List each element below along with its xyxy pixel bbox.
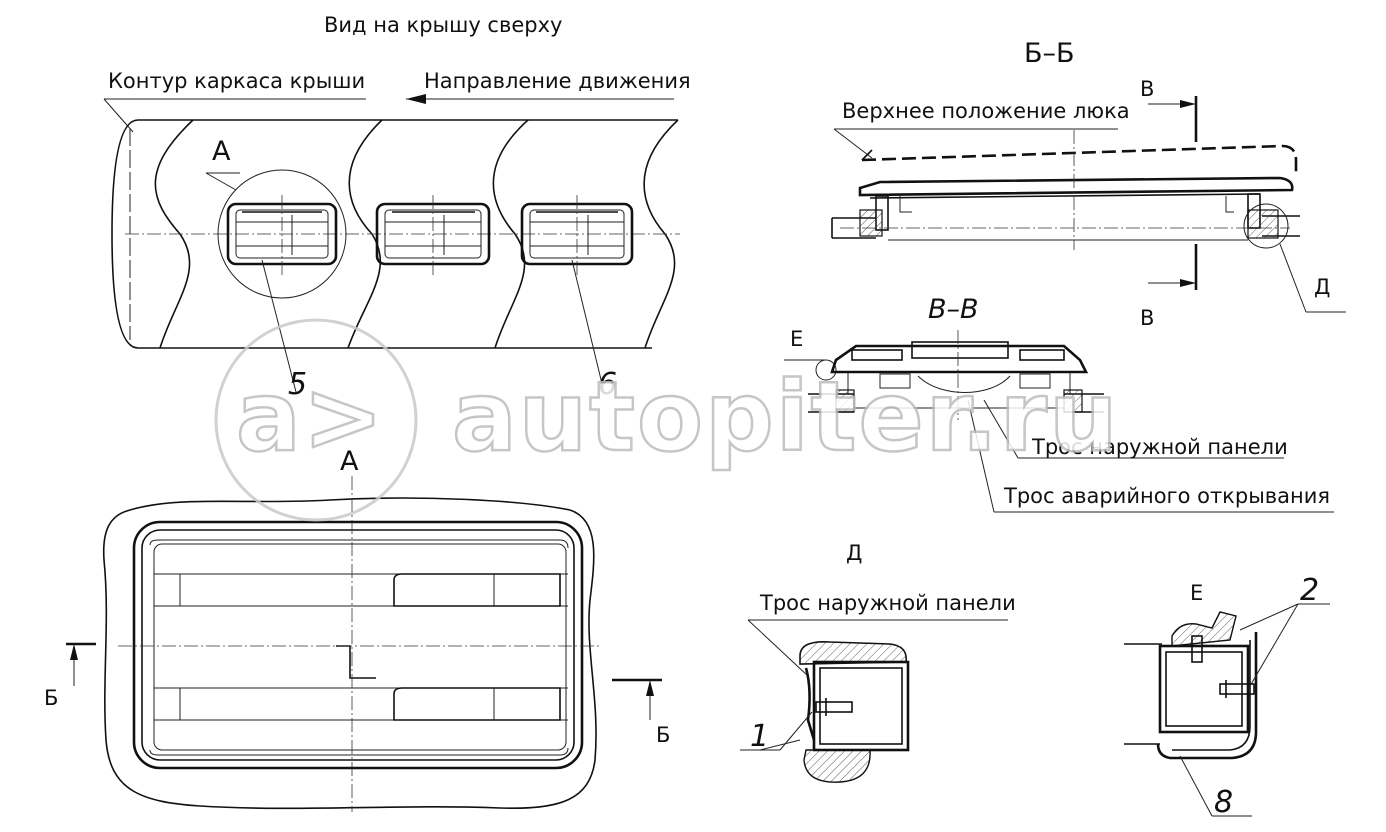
section-mark-v-top: В — [1140, 77, 1154, 101]
detail-e-callout-label: Е — [790, 327, 803, 351]
item-6-number: 6 — [598, 367, 617, 402]
direction-arrow-icon — [406, 94, 426, 104]
section-mark-v-bottom: В — [1140, 306, 1154, 330]
detail-d-callout-circle — [1243, 203, 1289, 249]
section-bb-title: Б–Б — [1024, 38, 1075, 69]
watermark: a> autopiter.ru — [214, 318, 1119, 522]
section-mark-b-left: Б — [44, 686, 58, 710]
detail-d-cable-label: Трос наружной панели — [759, 591, 1016, 615]
outer-panel-cable-label: Трос наружной панели — [1031, 435, 1288, 459]
item-8-leader — [1179, 755, 1213, 817]
detail-d-title: Д — [846, 541, 862, 565]
top-hatch-6 — [520, 195, 634, 275]
detail-d-callout-leader — [1279, 243, 1307, 313]
detail-d-view: Д Трос наружной панели 1 — [740, 541, 1016, 783]
section-vv-title: В–В — [928, 294, 979, 325]
detail-a-callout-circle — [217, 169, 347, 299]
section-vv-view: В–В Е Трос наружной панели Трос аварийно… — [784, 294, 1334, 513]
autopiter-logo-icon — [214, 318, 418, 522]
detail-e-view: Е 2 8 — [1124, 573, 1330, 820]
outer-panel-cable-leader — [983, 399, 1019, 459]
watermark-logo-text: autopiter.ru — [452, 361, 1119, 473]
item-2-number: 2 — [1300, 573, 1319, 608]
detail-a-callout-label: А — [212, 136, 231, 167]
detail-a-title: А — [340, 446, 359, 477]
item-2-leader-a — [1239, 603, 1299, 631]
emergency-opening-cable-label: Трос аварийного открывания — [1003, 484, 1330, 508]
upper-hatch-position-leader-tail — [833, 128, 873, 159]
upper-hatch-position-label: Верхнее положение люка — [842, 99, 1130, 123]
item-1-number: 1 — [750, 719, 769, 754]
item-8-number: 8 — [1214, 785, 1233, 820]
section-mark-b-right: Б — [656, 723, 670, 747]
top-hatch-5 — [226, 195, 338, 275]
direction-of-travel-label: Направление движения — [424, 69, 691, 93]
detail-e-callout-circle — [815, 359, 837, 381]
top-view: Вид на крышу сверху Контур каркаса крыши… — [103, 13, 691, 402]
item-6-leader — [571, 259, 605, 393]
detail-d-callout-label: Д — [1314, 275, 1330, 299]
roof-strip — [111, 119, 680, 349]
top-view-title: Вид на крышу сверху — [324, 13, 562, 37]
item-2-leader-b — [1249, 603, 1299, 687]
detail-d-cable-leader — [747, 619, 809, 677]
roof-frame-contour-label: Контур каркаса крыши — [108, 69, 365, 93]
item-5-number: 5 — [288, 367, 307, 402]
emergency-cable-leader — [967, 399, 995, 513]
watermark-logo-mark: a> — [236, 361, 385, 473]
detail-e-title: Е — [1190, 581, 1203, 605]
detail-a-callout-leader-tail — [205, 172, 237, 191]
section-bb-view: Б–Б Верхнее положение люка В В — [831, 38, 1346, 330]
detail-a-view: А Б Б — [44, 446, 670, 812]
roof-frame-contour-leader-tail — [103, 98, 134, 133]
top-hatch-middle — [375, 195, 491, 275]
